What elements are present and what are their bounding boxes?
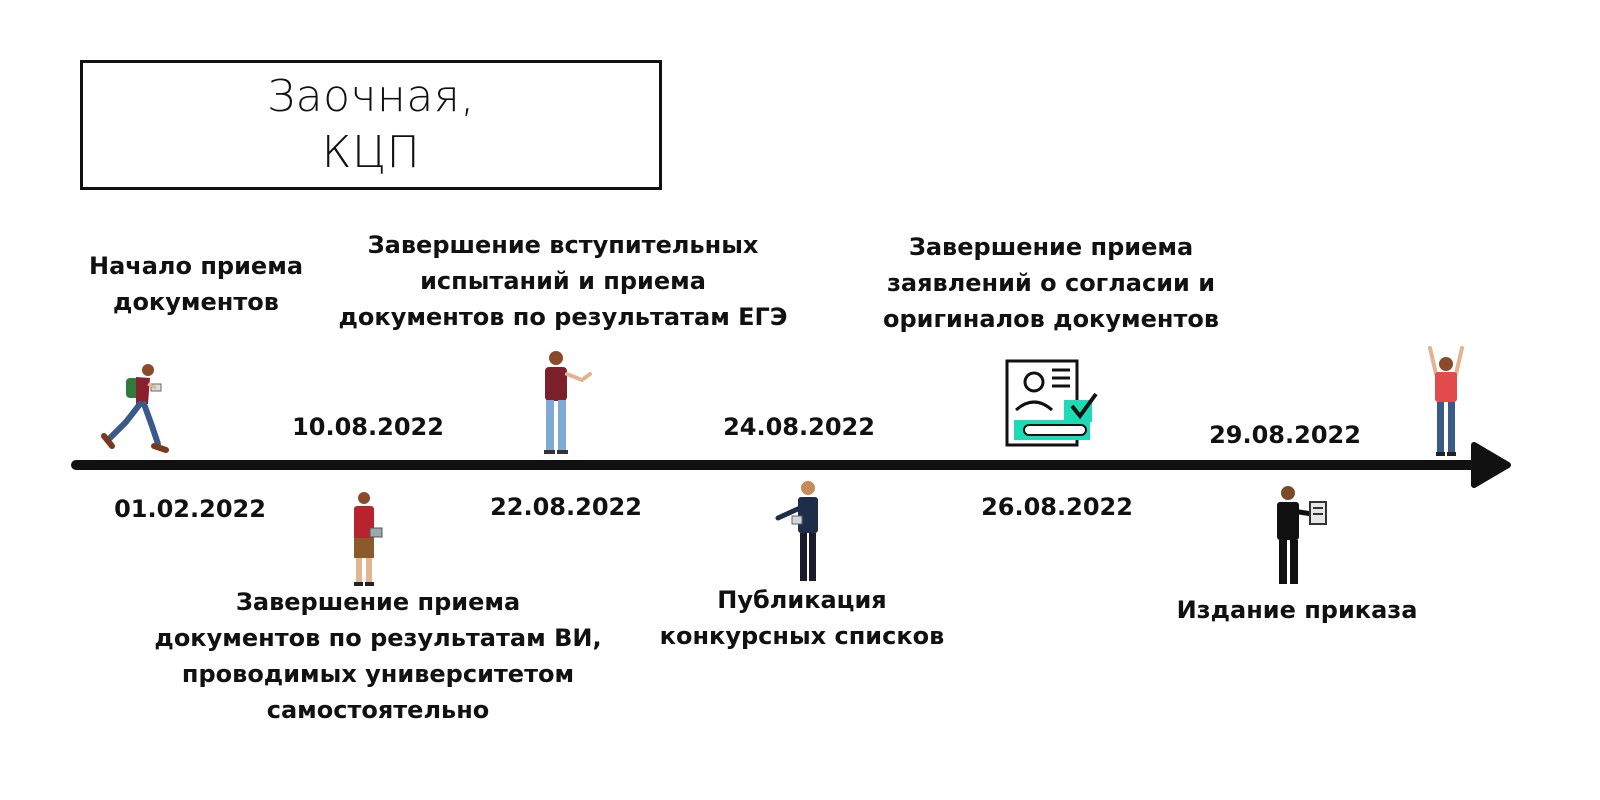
event-date-consent-end: 26.08.2022	[981, 493, 1133, 521]
event-date-vi-deadline: 10.08.2022	[292, 413, 444, 441]
student-pointing-icon	[544, 351, 592, 454]
event-description-vi-deadline: Завершение приема документов по результа…	[154, 588, 602, 724]
event-description-order: Издание приказа	[1176, 596, 1418, 624]
walking-student-icon	[101, 364, 169, 453]
presenter-man-icon	[775, 481, 818, 581]
student-with-laptop-icon	[354, 492, 383, 586]
event-description-exams-end: Завершение вступительных испытаний и при…	[338, 231, 788, 331]
businessman-with-document-icon	[1277, 486, 1327, 584]
title-line-2: КЦП	[321, 127, 421, 178]
application-form-checkmark-icon	[1005, 359, 1098, 447]
event-description-consent-end: Завершение приема заявлений о согласии и…	[882, 233, 1220, 333]
event-description-start: Начало приема документов	[88, 252, 304, 316]
title-box: Заочная, КЦП	[80, 60, 662, 190]
celebrating-person-icon	[1428, 346, 1464, 456]
event-date-start: 01.02.2022	[114, 495, 266, 523]
event-date-lists: 24.08.2022	[723, 413, 875, 441]
timeline-arrowhead-icon	[1471, 442, 1511, 488]
event-date-exams-end: 22.08.2022	[490, 493, 642, 521]
event-date-order: 29.08.2022	[1209, 421, 1361, 449]
title-line-1: Заочная,	[267, 71, 475, 122]
event-description-lists: Публикация конкурсных списков	[659, 586, 945, 650]
